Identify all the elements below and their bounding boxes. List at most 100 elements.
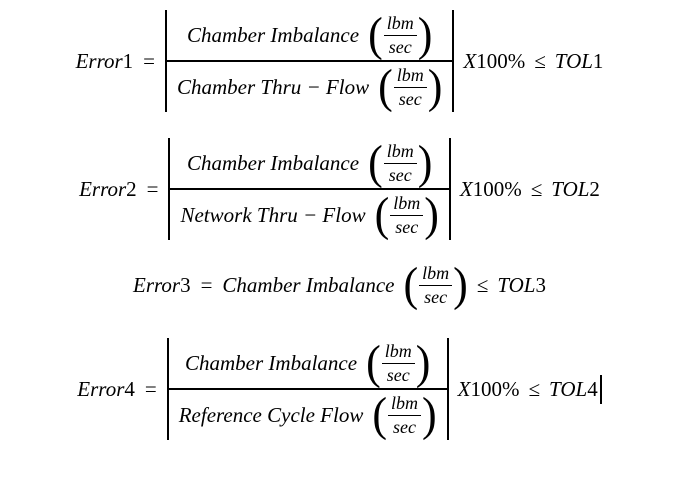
multiply-x: X — [457, 376, 471, 401]
unit-group: ( lbm sec ) — [403, 258, 468, 311]
unit-fraction: lbm sec — [390, 193, 424, 237]
unit-top: lbm — [393, 65, 427, 88]
unit-bottom: sec — [424, 286, 448, 307]
unit-top: lbm — [383, 13, 417, 36]
percent-value: 100% — [470, 376, 520, 401]
equals-sign: = — [144, 376, 157, 401]
lhs-word: Error — [79, 176, 127, 201]
leq-sign: ≤ — [528, 376, 541, 401]
lhs-word: Error — [75, 48, 123, 73]
leq-sign: ≤ — [530, 176, 543, 201]
open-paren: ( — [368, 8, 383, 61]
fraction-denominator: Network Thru − Flow ( lbm sec ) — [170, 190, 448, 240]
equals-sign: = — [200, 272, 213, 297]
denominator-text: Chamber Thru − Flow — [176, 74, 370, 99]
fraction: Chamber Imbalance ( lbm sec ) Reference … — [168, 336, 447, 440]
fraction-denominator: Reference Cycle Flow ( lbm sec ) — [169, 390, 447, 440]
unit-fraction: lbm sec — [388, 393, 422, 437]
close-paren: ) — [417, 136, 433, 189]
equals-sign: = — [146, 176, 159, 201]
absolute-value-group: Chamber Imbalance ( lbm sec ) Network Th… — [168, 136, 451, 240]
multiply-x: X — [463, 48, 477, 73]
fraction-denominator: Chamber Thru − Flow ( lbm sec ) — [167, 62, 452, 112]
unit-bottom: sec — [386, 364, 410, 385]
unit-bottom: sec — [388, 36, 412, 57]
percent-value: 100% — [472, 176, 522, 201]
unit-fraction: lbm sec — [419, 263, 453, 307]
fraction: Chamber Imbalance ( lbm sec ) Chamber Th… — [166, 8, 453, 112]
unit-fraction: lbm sec — [383, 13, 417, 57]
denominator-text: Network Thru − Flow — [180, 202, 366, 227]
percent-value: 100% — [476, 48, 526, 73]
unit-top: lbm — [383, 141, 417, 164]
close-paren: ) — [417, 8, 433, 61]
numerator-text: Chamber Imbalance — [187, 150, 360, 175]
unit-fraction: lbm sec — [383, 141, 417, 185]
open-paren: ( — [366, 336, 381, 389]
tol-index: 1 — [592, 48, 604, 73]
absolute-value-group: Chamber Imbalance ( lbm sec ) Reference … — [166, 336, 449, 440]
lhs-index: 1 — [122, 48, 134, 73]
tol-index: 4 — [587, 376, 598, 401]
unit-top: lbm — [419, 263, 453, 286]
tol-word: TOL — [549, 376, 588, 401]
leq-sign: ≤ — [534, 48, 546, 73]
tol-word: TOL — [551, 176, 590, 201]
tol-word: TOL — [554, 48, 593, 73]
open-paren: ( — [374, 188, 390, 241]
close-paren: ) — [424, 188, 439, 241]
unit-fraction: lbm sec — [381, 341, 415, 385]
unit-top: lbm — [381, 341, 415, 364]
unit-fraction: lbm sec — [393, 65, 427, 109]
absolute-value-group: Chamber Imbalance ( lbm sec ) Chamber Th… — [164, 8, 455, 112]
unit-bottom: sec — [398, 88, 422, 109]
open-paren: ( — [368, 136, 383, 189]
denominator-text: Reference Cycle Flow — [178, 402, 364, 427]
unit-group: ( lbm sec ) — [368, 8, 433, 61]
fraction: Chamber Imbalance ( lbm sec ) Network Th… — [170, 136, 449, 240]
fraction-numerator: Chamber Imbalance ( lbm sec ) — [166, 8, 453, 62]
close-paren: ) — [453, 258, 468, 311]
open-paren: ( — [372, 388, 388, 441]
numerator-text: Chamber Imbalance — [185, 350, 358, 375]
unit-bottom: sec — [395, 216, 419, 237]
tol-word: TOL — [497, 272, 536, 297]
equals-sign: = — [143, 48, 155, 73]
lhs-index: 4 — [124, 376, 135, 401]
open-paren: ( — [378, 60, 393, 113]
lhs-index: 2 — [126, 176, 137, 201]
unit-bottom: sec — [388, 164, 412, 185]
leq-sign: ≤ — [476, 272, 489, 297]
fraction-numerator: Chamber Imbalance ( lbm sec ) — [168, 336, 447, 390]
unit-group: ( lbm sec ) — [378, 60, 442, 113]
lhs-word: Error — [77, 376, 125, 401]
open-paren: ( — [403, 258, 419, 311]
body-text: Chamber Imbalance — [222, 272, 395, 297]
unit-bottom: sec — [393, 416, 416, 437]
fraction-numerator: Chamber Imbalance ( lbm sec ) — [170, 136, 449, 190]
unit-group: ( lbm sec ) — [366, 336, 430, 389]
unit-top: lbm — [388, 393, 422, 416]
numerator-text: Chamber Imbalance — [187, 22, 360, 47]
unit-group: ( lbm sec ) — [372, 388, 436, 441]
multiply-x: X — [459, 176, 473, 201]
text-caret — [599, 374, 602, 404]
